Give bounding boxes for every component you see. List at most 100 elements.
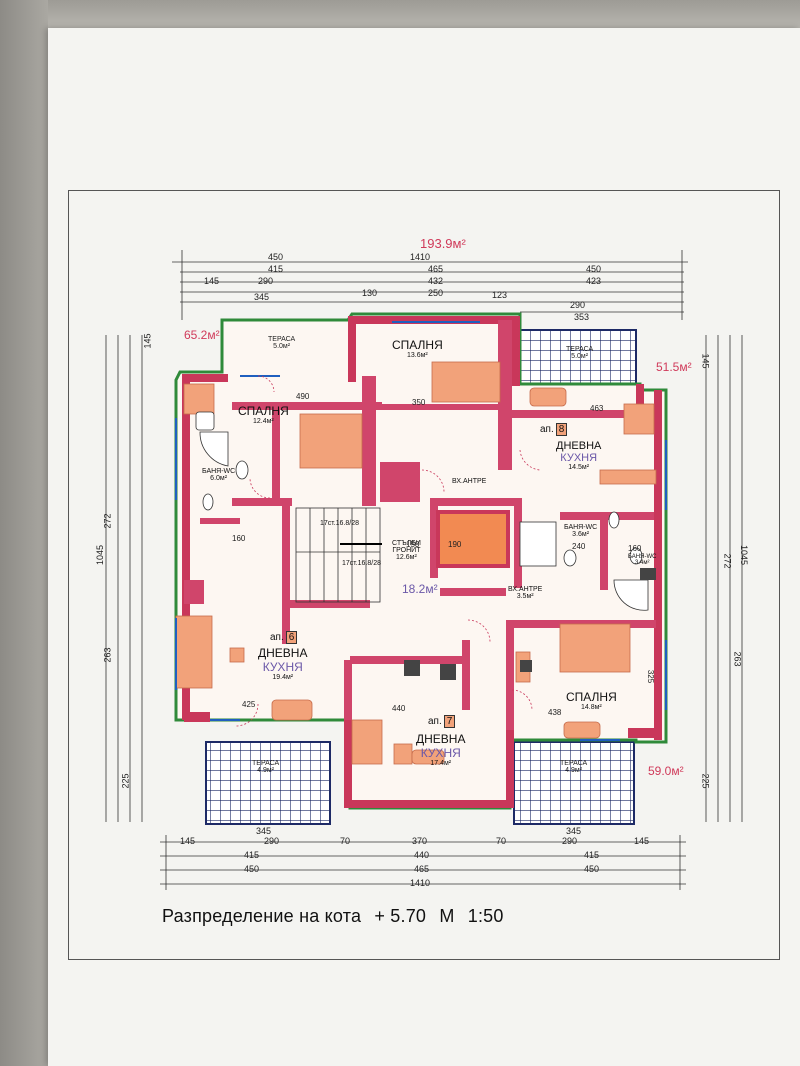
dim-bottom-70-left: 70 [340,836,351,846]
dim-440: 440 [392,704,406,713]
background-left [0,0,48,1066]
dim-bottom-415-right: 415 [584,850,600,860]
stoves [404,568,656,680]
dim-bottom-145-left: 145 [180,836,196,846]
dim-top-123: 123 [492,290,508,300]
entry-top-label: ВХ.АНТРЕ [452,478,487,485]
dim-350: 350 [412,398,426,407]
caption-level: + 5.70 [374,906,427,926]
dim-top-145: 145 [204,276,220,286]
background-top [0,0,800,28]
dim-160-right: 160 [628,544,642,553]
dimension-lines-bottom [160,835,686,890]
dim-top-290-right: 290 [570,300,586,310]
dim-325: 325 [646,669,656,684]
dim-bottom-415-left: 415 [244,850,260,860]
windows [175,321,667,741]
total-area-label: 193.9м² [420,236,466,251]
dim-150: 150 [406,540,420,549]
dimension-lines-sides [105,335,743,822]
dim-463: 463 [590,404,604,413]
bedroom-top-label: СПАЛНЯ 13.6м² [392,338,443,359]
stairs-steps-up: 17ст.16.8/28 [320,520,360,527]
bath-center-label: БАНЯ-WC 3.6м² [564,524,598,538]
dim-bottom-345-right: 345 [566,826,582,836]
caption-unit: М [439,906,455,926]
furniture [175,361,657,765]
bedroom-right-label: СПАЛНЯ 14.8м² [566,690,617,711]
dim-bottom-450-left: 450 [244,864,260,874]
dim-top-450-left: 450 [268,252,284,262]
dim-bottom-465: 465 [414,864,430,874]
dim-top-450-right: 450 [586,264,602,274]
dim-490: 490 [296,392,310,401]
plan-caption: Разпределение на кота + 5.70 М 1:50 [162,906,512,927]
apt8-tag: ап.8 [540,423,568,436]
dim-right-1045: 1045 [739,544,750,566]
dim-right-145: 145 [700,353,711,369]
living8-label: ДНЕВНА КУХНЯ 14.5м² [556,440,602,471]
dim-bottom-145-right: 145 [634,836,650,846]
dim-top-415: 415 [268,264,284,274]
apt7-tag: ап.7 [428,715,456,728]
dim-438: 438 [548,708,562,717]
dim-top-353: 353 [574,312,590,322]
terrace-bottom-left [205,741,331,825]
dim-left-263: 263 [102,647,113,663]
dim-bottom-450-right: 450 [584,864,600,874]
dim-top-290: 290 [258,276,274,286]
apt6-area: 65.2м² [184,328,220,342]
entry-right-label: ВХ.АНТРЕ 3.5м² [508,586,543,600]
dim-top-1410: 1410 [410,252,431,262]
dim-left-145: 145 [142,333,153,349]
corridor-area: 18.2м² [402,582,438,596]
dim-160-left: 160 [232,534,246,543]
drawing-frame [68,190,780,960]
dim-bottom-440: 440 [414,850,430,860]
walls-exterior [182,316,662,808]
apt7-area: 59.0м² [648,764,684,778]
dim-left-1045: 1045 [95,544,106,566]
living6-label: ДНЕВНА КУХНЯ 19.4м² [258,646,308,681]
dim-right-263: 263 [732,651,743,667]
apt8-area: 51.5м² [656,360,692,374]
caption-prefix: Разпределение на кота [162,906,362,926]
dim-bottom-290-left: 290 [264,836,280,846]
dim-right-225: 225 [700,773,711,789]
caption-scale: 1:50 [467,906,504,926]
terrace-bl-label: ТЕРАСА 4.9м² [252,760,280,774]
dim-bottom-1410: 1410 [410,878,431,888]
dim-bottom-290-right: 290 [562,836,578,846]
dimension-lines-top [172,250,688,320]
bath-right-label: БАНЯ-WC 3.4м² [628,554,657,566]
bedroom-left-label: СПАЛНЯ 12.4м² [238,404,289,425]
apt6-tag: ап.6 [270,631,298,644]
terrace-tl-label: ТЕРАСА 5.0м² [268,336,296,350]
terrace-bottom-right [513,741,635,825]
stairs-label: СТЪЛБИ ГРОНИТ 12.6м² [392,540,421,561]
stairs [295,507,382,603]
dim-top-432: 432 [428,276,444,286]
dim-top-345: 345 [254,292,270,302]
dim-top-250: 250 [428,288,444,298]
door-swings [235,375,541,727]
terrace-tr-label: ТЕРАСА 5.0м² [566,346,594,360]
terrace-br-label: ТЕРАСА 4.9м² [560,760,588,774]
dim-bottom-70-right: 70 [496,836,507,846]
bath-left-label: БАНЯ-WC 6.0м² [202,468,236,482]
sanitary-fixtures [195,411,649,611]
dim-top-423: 423 [586,276,602,286]
elevator-shaft [436,510,510,568]
dim-bottom-370: 370 [412,836,428,846]
dim-left-272: 272 [102,513,113,529]
dim-top-465: 465 [428,264,444,274]
living7-label: ДНЕВНА КУХНЯ 17.4м² [416,732,466,767]
dim-left-225: 225 [120,773,131,789]
dim-425: 425 [242,700,256,709]
dim-bottom-345-left: 345 [256,826,272,836]
stairs-steps-down: 17ст.16.8/28 [342,560,382,567]
dim-190: 190 [448,540,462,549]
dim-right-272: 272 [722,553,733,569]
